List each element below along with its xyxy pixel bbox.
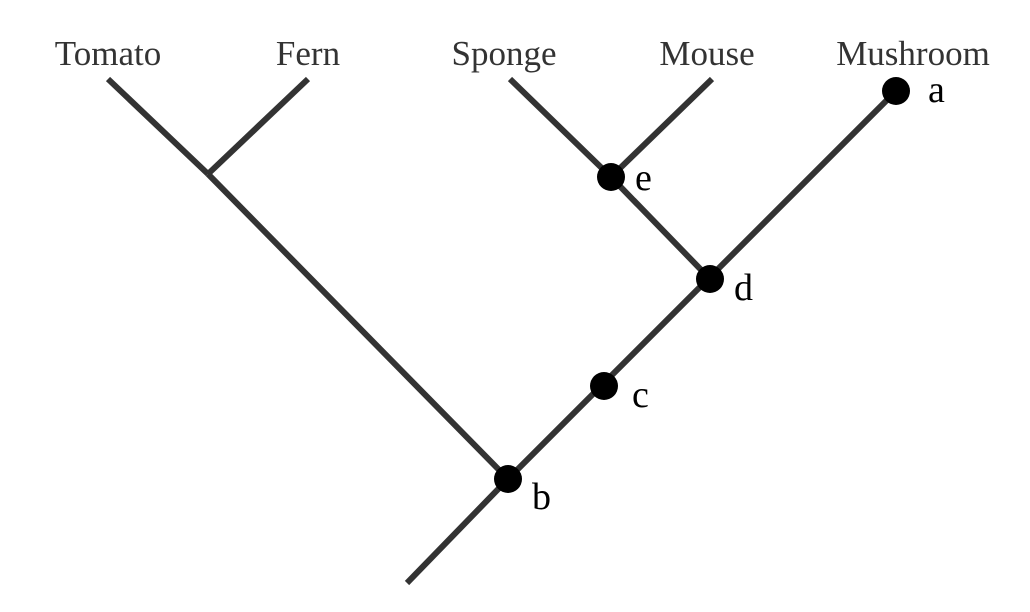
node-label-b: b <box>532 476 551 518</box>
node-label-a: a <box>928 69 945 111</box>
branch-to-mouse <box>608 76 715 180</box>
node-e-marker <box>597 163 625 191</box>
node-label-e: e <box>635 157 652 199</box>
node-label-c: c <box>632 374 649 416</box>
branch-b-to-tomato-fern <box>205 171 511 482</box>
branch-to-sponge <box>507 76 614 180</box>
taxon-label-mouse: Mouse <box>659 34 754 73</box>
root-branch <box>404 476 511 586</box>
taxon-label-mushroom: Mushroom <box>836 34 990 73</box>
taxon-label-tomato: Tomato <box>55 34 161 73</box>
taxon-label-sponge: Sponge <box>452 34 557 73</box>
node-a-marker <box>882 77 910 105</box>
node-b-marker <box>494 465 522 493</box>
node-c-marker <box>590 372 618 400</box>
branch-to-tomato <box>105 76 211 177</box>
branch-to-fern <box>205 76 311 177</box>
branch-d-to-e <box>608 174 713 282</box>
node-label-d: d <box>734 267 753 309</box>
taxon-label-fern: Fern <box>276 34 340 73</box>
node-d-marker <box>696 265 724 293</box>
